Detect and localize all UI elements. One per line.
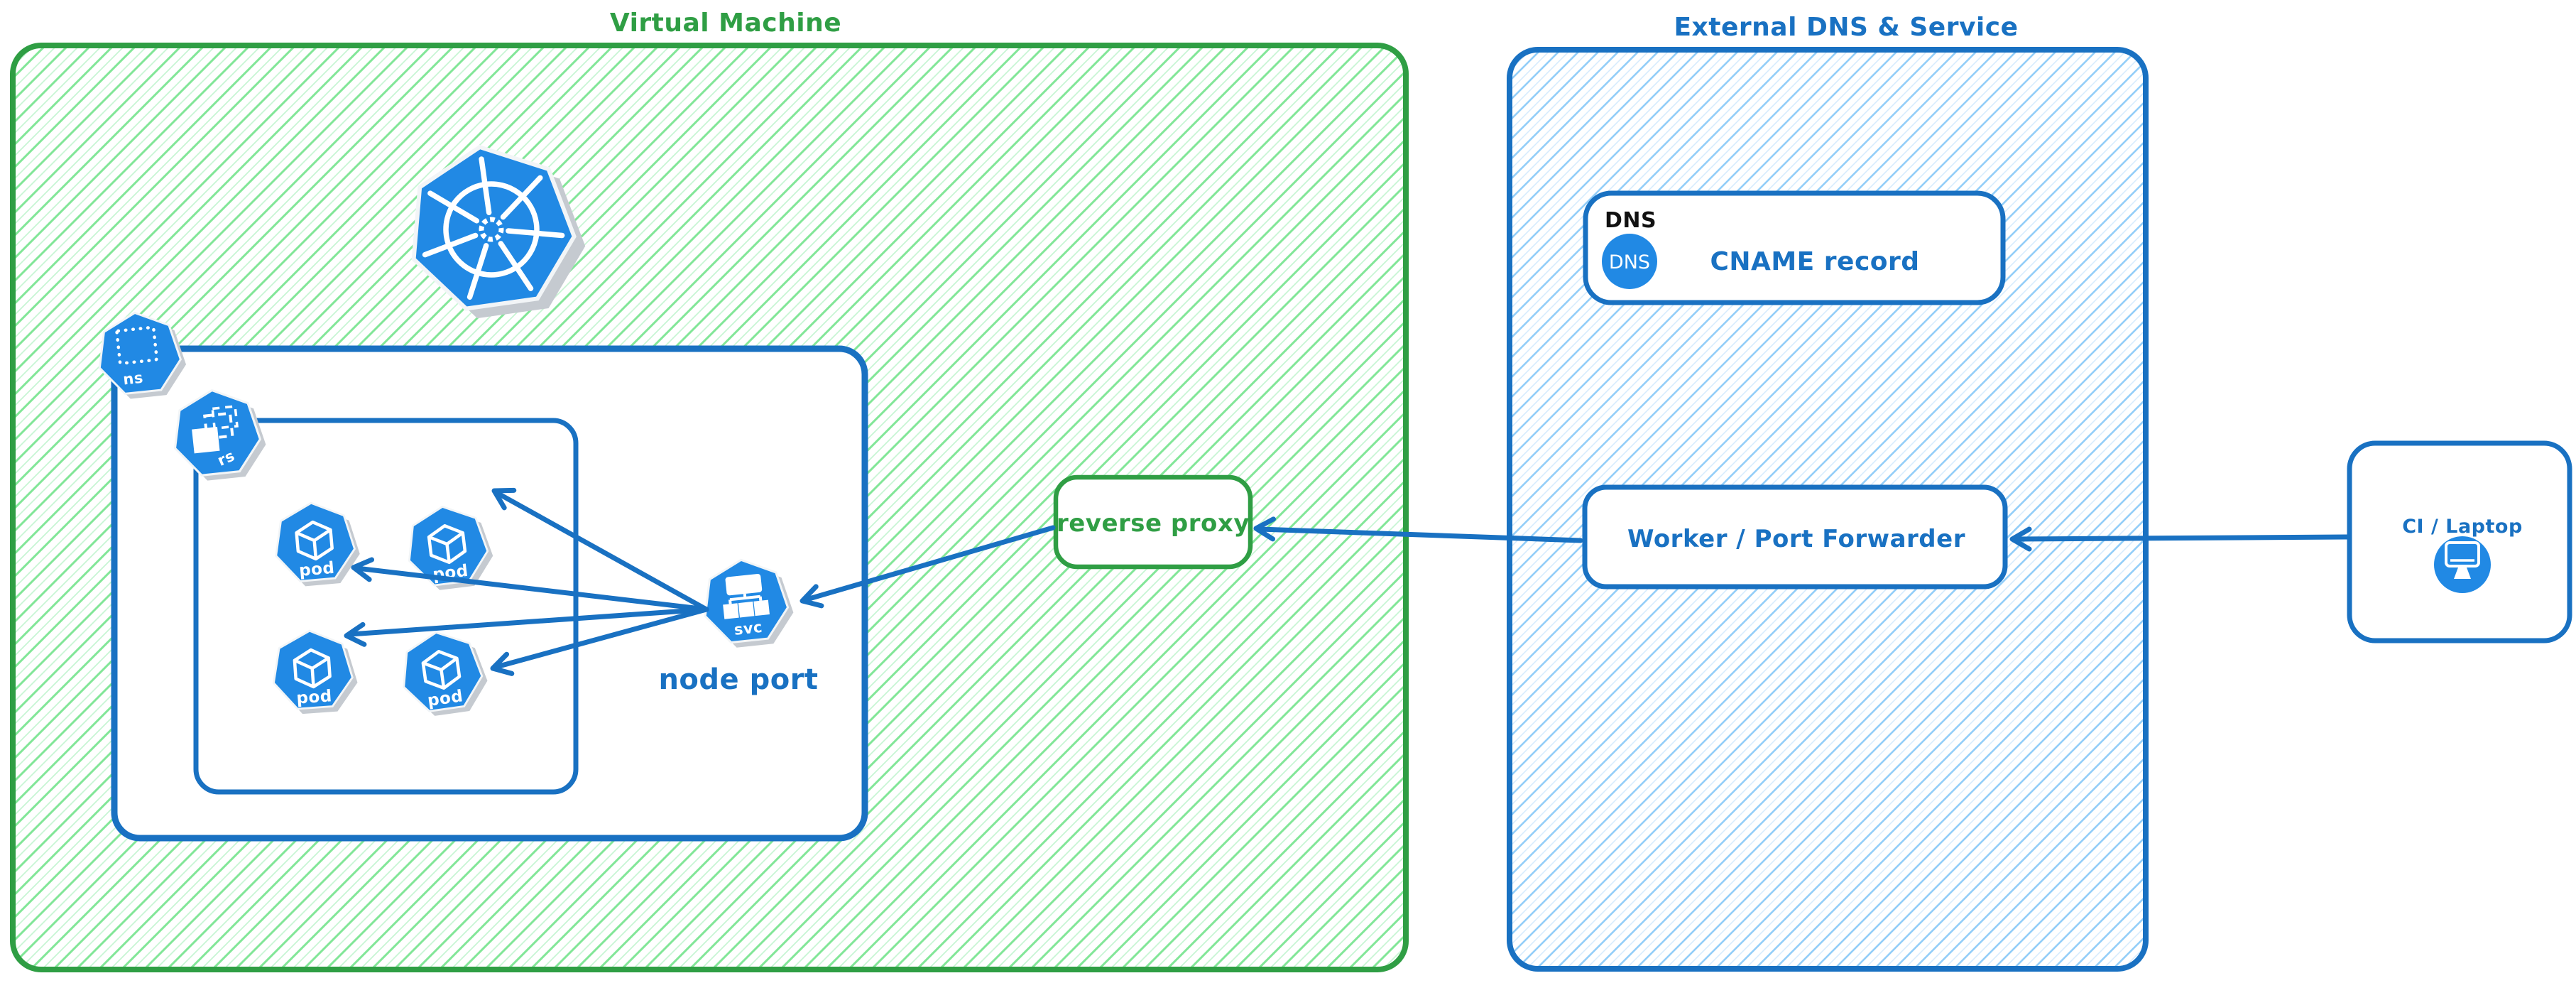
ci-to-worker-arrow [2012,529,2350,549]
namespace-icon-label: ns [122,369,144,389]
external-group-title: External DNS & Service [1674,13,2018,42]
cname-record-label: CNAME record [1710,247,1919,276]
reverse-proxy-label: reverse proxy [1057,509,1250,538]
service-glyph [723,573,770,619]
dotted-square-glyph [115,325,158,365]
worker-label: Worker / Port Forwarder [1627,525,1965,553]
replicaset-box [193,418,579,795]
worker-box [1582,484,2008,590]
dns-badge-label: DNS [1609,251,1650,273]
proxy-to-service-arrow [799,525,1056,610]
node-port-label: node port [658,663,818,696]
cube-glyph [295,520,334,561]
pod-icon: pod [269,626,361,717]
pod-icon-label: pod [296,687,333,707]
dns-tag-label: DNS [1605,208,1657,233]
pod-icon: pod [395,625,493,721]
cube-glyph [427,523,467,565]
service-to-pod-arrow [489,482,709,612]
worker-to-proxy-arrow [1256,518,1583,543]
dns-record-box [1583,190,2006,305]
vm-group-title: Virtual Machine [610,9,841,38]
reverse-proxy-box [1053,474,1253,570]
kubernetes-logo-icon [400,134,594,325]
service-to-pod-arrow [490,607,709,678]
cube-glyph [293,648,332,689]
service-icon-label: svc [733,619,763,639]
namespace-icon: ns [93,307,190,403]
service-icon: svc [699,553,798,652]
pod-icon: pod [271,498,364,590]
monitor-icon [2434,536,2491,593]
pod-icon-label: pod [298,559,335,580]
cube-glyph [421,650,462,690]
dns-badge-icon: DNS [1602,234,1657,289]
service-to-pod-arrow [346,607,709,646]
replicaset-icon: rs [168,384,271,485]
service-to-pod-arrow [352,558,709,612]
ci-laptop-label: CI / Laptop [2402,516,2523,538]
